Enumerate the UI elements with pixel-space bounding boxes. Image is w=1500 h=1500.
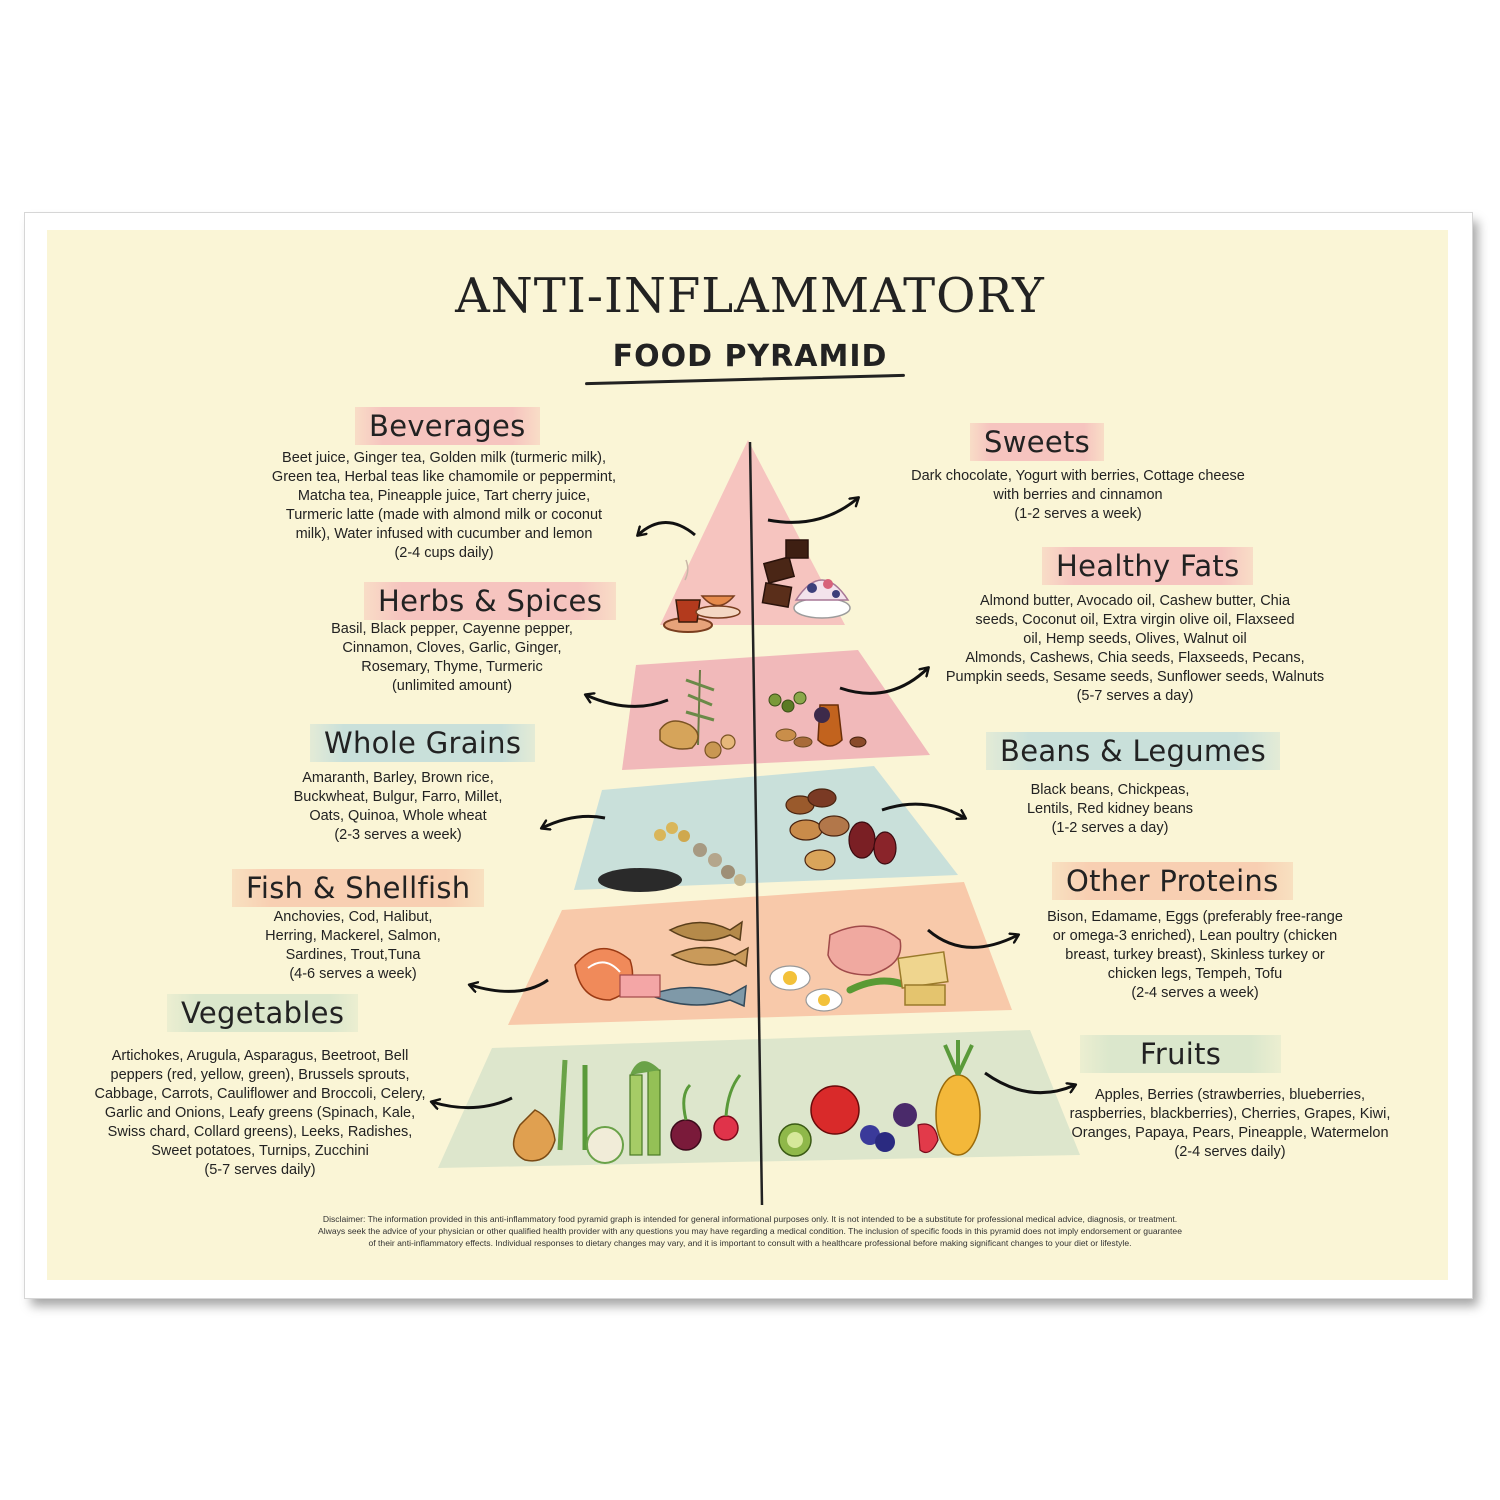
vegetables-heading: Vegetables [167, 994, 359, 1032]
whole-grains-description: Amaranth, Barley, Brown rice, Buckwheat,… [293, 770, 503, 843]
yogurt-berries-illustration [793, 579, 851, 619]
arrow-grains [542, 814, 606, 828]
whole-grains-heading: Whole Grains [310, 724, 536, 762]
vegetables-description: Artichokes, Arugula, Asparagus, Beetroot… [94, 1048, 426, 1178]
arrow-herbs [586, 695, 669, 708]
arrow-beverages [638, 521, 696, 536]
page-subtitle: FOOD PYRAMID [612, 339, 888, 374]
herbs-spices-description: Basil, Black pepper, Cayenne pepper, Cin… [331, 621, 573, 694]
tea-cups-illustration [663, 559, 741, 633]
beans-legumes-description: Black beans, Chickpeas, Lentils, Red kid… [1026, 782, 1194, 836]
sweets-description: Dark chocolate, Yogurt with berries, Cot… [911, 468, 1245, 522]
fish-shellfish-description: Anchovies, Cod, Halibut, Herring, Macker… [265, 909, 441, 982]
fish-illustration [619, 920, 749, 1008]
arrow-fats [839, 668, 928, 695]
beans-illustration [785, 788, 897, 871]
nuts-oil-illustration [768, 691, 867, 748]
disclaimer-text: Disclaimer: The information provided in … [318, 1214, 1182, 1248]
other-proteins-heading: Other Proteins [1052, 862, 1293, 900]
chocolate-illustration [761, 539, 809, 608]
page-title: ANTI-INFLAMMATORY [455, 268, 1045, 324]
healthy-fats-heading: Healthy Fats [1042, 547, 1254, 585]
beverages-heading: Beverages [355, 407, 540, 445]
fruits-description: Apples, Berries (strawberries, blueberri… [1069, 1087, 1391, 1160]
arrow-proteins [927, 928, 1018, 949]
pyramid-tier-grains [574, 766, 958, 890]
arrow-beans [881, 802, 965, 818]
healthy-fats-description: Almond butter, Avocado oil, Cashew butte… [945, 593, 1325, 704]
herbs-illustration [659, 669, 736, 759]
arrow-vegetables [432, 1096, 513, 1108]
vegetables-illustration [512, 1059, 742, 1164]
fruits-illustration [778, 1040, 981, 1157]
eggs-chicken-tofu-illustration [769, 925, 949, 1012]
sweets-heading: Sweets [970, 423, 1105, 461]
arrow-fish [470, 978, 549, 991]
arrow-fruits [984, 1071, 1075, 1095]
arrow-sweets [767, 498, 858, 524]
pyramid-center-line [748, 441, 764, 1206]
pyramid-tier-herbs [622, 650, 930, 770]
herbs-spices-heading: Herbs & Spices [364, 582, 617, 620]
fruits-heading: Fruits [1080, 1035, 1282, 1073]
fish-shellfish-heading: Fish & Shellfish [232, 869, 485, 907]
beans-legumes-heading: Beans & Legumes [986, 732, 1281, 770]
other-proteins-description: Bison, Edamame, Eggs (preferably free-ra… [1047, 909, 1343, 1001]
grains-illustration [598, 822, 746, 892]
beverages-description: Beet juice, Ginger tea, Golden milk (tur… [271, 450, 617, 561]
